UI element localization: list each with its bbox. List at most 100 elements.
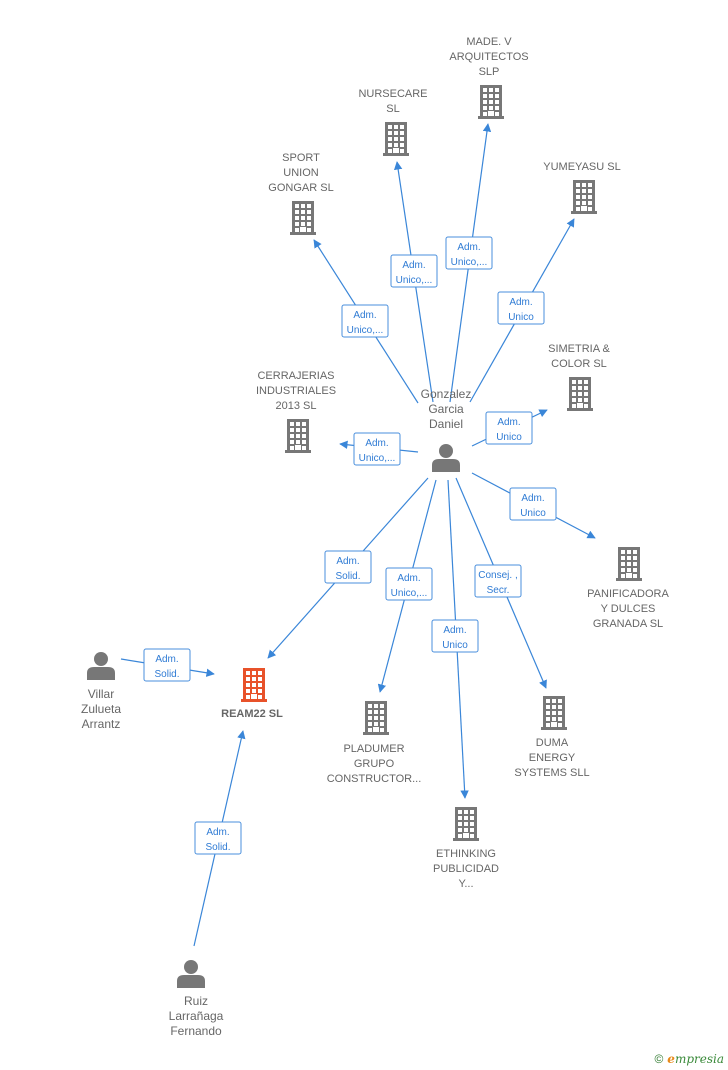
building-icon — [478, 85, 504, 119]
node-label: PUBLICIDAD — [433, 863, 499, 875]
node-label: Garcia — [428, 402, 464, 416]
role-text: Unico — [520, 508, 546, 519]
role-text: Unico — [442, 640, 468, 651]
node-label: ARQUITECTOS — [449, 51, 528, 63]
role-badge-gonzalez-nursecare[interactable]: Adm.Unico,... — [390, 254, 438, 288]
node-label: SLP — [479, 66, 500, 78]
role-badge-gonzalez-sport[interactable]: Adm. Unico,... — [341, 304, 389, 338]
role-badge-villar-ream22[interactable]: Adm. Solid. — [143, 648, 191, 682]
role-badge-gonzalez-made[interactable]: Adm. Unico,... — [445, 236, 493, 270]
building-icon — [363, 701, 389, 735]
node-label: Gonzalez — [421, 387, 472, 401]
node-label: Larrañaga — [169, 1009, 224, 1023]
role-text: Unico,... — [359, 453, 396, 464]
node-label: Arrantz — [82, 717, 121, 731]
role-text: Solid. — [335, 571, 360, 582]
role-badge-ruiz-ream22[interactable]: Adm. Solid. — [194, 821, 242, 855]
role-badge-box — [445, 236, 493, 270]
brand-logo-initial: e — [667, 1052, 675, 1066]
role-text: Secr. — [487, 585, 510, 596]
role-text: Adm. — [353, 310, 376, 321]
role-badge-box — [497, 291, 545, 325]
node-simetria[interactable]: SIMETRIA & COLOR SL — [548, 343, 611, 411]
role-badge-box — [431, 619, 479, 653]
role-badge-box — [385, 567, 433, 601]
roles-layer: Adm. Unico,... Adm. Unico,... Adm. Unico,... A… — [143, 236, 557, 855]
brand-name: mpresia — [674, 1052, 724, 1066]
role-text: Adm. — [336, 556, 359, 567]
node-label: YUMEYASU SL — [543, 161, 620, 173]
node-label: UNION — [283, 167, 319, 179]
role-text: Solid. — [205, 842, 230, 853]
node-label: MADE. V — [466, 36, 512, 48]
node-label: 2013 SL — [276, 400, 317, 412]
role-badge-gonzalez-panificadora[interactable]: Adm. Unico — [509, 487, 557, 521]
role-text: Unico — [508, 312, 534, 323]
building-icon — [285, 419, 311, 453]
role-text: Unico,... — [347, 325, 384, 336]
role-text: Adm. — [457, 242, 480, 253]
role-text: Adm. — [497, 417, 520, 428]
node-label: GONGAR SL — [268, 182, 333, 194]
role-badge-box — [474, 564, 522, 598]
node-label: NURSECARE — [358, 88, 427, 100]
building-icon — [241, 668, 267, 702]
node-label: Daniel — [429, 417, 463, 431]
role-text: Unico,... — [391, 588, 428, 599]
person-icon — [177, 960, 205, 988]
role-text: Adm. — [509, 297, 532, 308]
building-icon — [453, 807, 479, 841]
building-icon — [541, 696, 567, 730]
role-badge-gonzalez-simetria[interactable]: Adm.Unico — [485, 411, 533, 445]
role-badge-gonzalez-yumeyasu[interactable]: Adm. Unico — [497, 291, 545, 325]
node-pladumer[interactable]: PLADUMER GRUPO CONSTRUCTOR... — [327, 701, 422, 785]
role-text: Unico,... — [451, 257, 488, 268]
node-label: CONSTRUCTOR... — [327, 773, 422, 785]
node-label: GRANADA SL — [593, 618, 663, 630]
role-badge-gonzalez-ream22[interactable]: Adm. Solid. — [324, 550, 372, 584]
role-badge-gonzalez-pladumer[interactable]: Adm. Unico,... — [385, 567, 433, 601]
role-text: Adm. — [155, 654, 178, 665]
node-label: ETHINKING — [436, 848, 496, 860]
role-text: Adm. — [521, 493, 544, 504]
node-label: Fernando — [170, 1024, 222, 1038]
role-text: Unico,... — [396, 275, 433, 286]
role-badge-gonzalez-duma[interactable]: Consej. , Secr. — [474, 564, 522, 598]
node-yumeyasu[interactable]: YUMEYASU SL — [543, 161, 621, 214]
node-made[interactable]: MADE. V ARQUITECTOS SLP — [449, 36, 529, 119]
role-text: Adm. — [397, 573, 420, 584]
footer-brand[interactable]: ©empresia — [654, 1052, 724, 1066]
node-label: PANIFICADORA — [587, 588, 669, 600]
role-badge-gonzalez-cerrajerias[interactable]: Adm. Unico,... — [353, 432, 401, 466]
role-text: Solid. — [154, 669, 179, 680]
role-text: Adm. — [206, 827, 229, 838]
edges-layer — [120, 123, 596, 947]
node-ethinking[interactable]: ETHINKING PUBLICIDAD Y... — [433, 807, 499, 890]
role-badge-gonzalez-ethinking[interactable]: Adm. Unico — [431, 619, 479, 653]
node-label: Y... — [458, 878, 473, 890]
building-icon — [567, 377, 593, 411]
building-icon — [616, 547, 642, 581]
node-label: PLADUMER — [343, 743, 404, 755]
building-icon — [383, 122, 409, 156]
node-label: GRUPO — [354, 758, 395, 770]
role-badge-box — [485, 411, 533, 445]
role-text: Adm. — [365, 438, 388, 449]
node-label: Zulueta — [81, 702, 121, 716]
role-badge-box — [353, 432, 401, 466]
role-text: Adm. — [443, 625, 466, 636]
node-label: COLOR SL — [551, 358, 607, 370]
node-ream22[interactable]: REAM22 SL — [221, 668, 283, 720]
nodes-layer: GonzalezGarciaDanielVillarZuluetaArrantz… — [81, 36, 670, 1038]
role-text: Consej. , — [478, 570, 517, 581]
node-label: SIMETRIA & — [548, 343, 610, 355]
